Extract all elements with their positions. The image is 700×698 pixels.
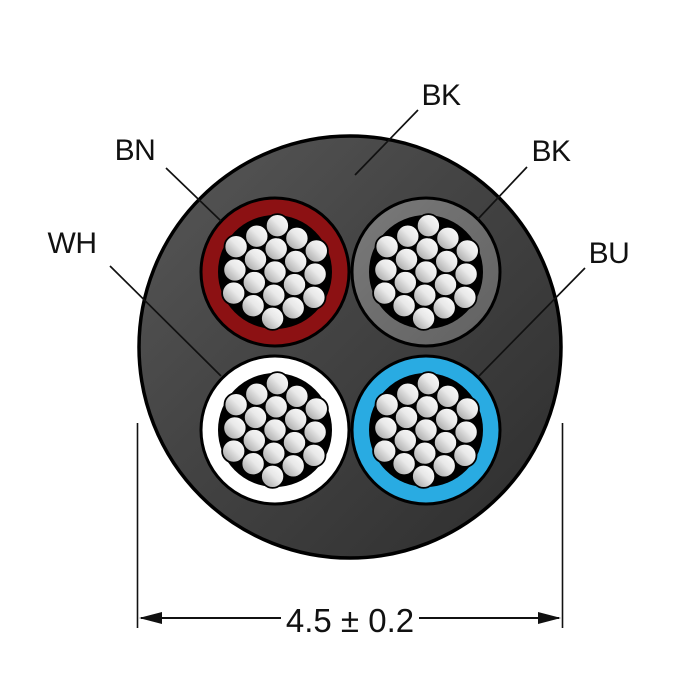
label-core-wh: WH: [48, 227, 97, 260]
wire-strand: [301, 284, 327, 310]
wire-strand: [221, 438, 247, 464]
strand-bundle-bk: [372, 213, 480, 331]
label-core-bn: BN: [115, 134, 156, 167]
wire-strand: [260, 305, 286, 331]
wire-strand: [264, 213, 290, 239]
wire-strand: [434, 406, 460, 432]
wire-strand: [415, 213, 441, 239]
wire-strand: [454, 396, 480, 422]
wire-strand: [302, 261, 328, 287]
label-core-bu: BU: [589, 237, 630, 270]
wire-strand: [303, 396, 329, 422]
wire-strand: [374, 392, 400, 418]
wire-strand: [223, 234, 249, 260]
wire-strand: [283, 406, 309, 432]
wire-strand: [221, 280, 247, 306]
dimension-arrow-right: [538, 612, 561, 624]
wire-strand: [452, 442, 478, 468]
wire-strand: [374, 234, 400, 260]
label-jacket-bk: BK: [421, 79, 461, 112]
leader-line-core-bu: [478, 267, 586, 377]
wire-strand: [431, 295, 457, 321]
wire-strand: [222, 257, 248, 283]
wire-strand: [222, 415, 248, 441]
wire-strand: [395, 223, 421, 249]
wire-strand: [373, 257, 399, 283]
leader-line-core-bk: [477, 166, 528, 220]
wire-strand: [395, 381, 421, 407]
wire-strand: [244, 381, 270, 407]
strand-bundle-bn: [221, 213, 329, 331]
wire-strand: [431, 453, 457, 479]
strand-bundle-wh: [221, 371, 329, 489]
wire-strand: [453, 419, 479, 445]
wire-strand: [223, 392, 249, 418]
wire-strand: [411, 305, 437, 331]
wire-strand: [415, 371, 441, 397]
wire-strand: [280, 295, 306, 321]
leader-line-core-bn: [165, 167, 222, 222]
wire-strand: [434, 248, 460, 274]
leader-line-core-wh: [109, 265, 222, 377]
wire-strand: [283, 248, 309, 274]
wire-strand: [303, 238, 329, 264]
wire-strand: [411, 463, 437, 489]
wire-strand: [260, 463, 286, 489]
strand-bundle-bu: [372, 371, 480, 489]
wire-strand: [372, 438, 398, 464]
wire-strand: [454, 238, 480, 264]
wire-strand: [280, 453, 306, 479]
wire-strand: [302, 419, 328, 445]
leader-line-jacket-bk: [354, 109, 419, 176]
wire-strand: [372, 280, 398, 306]
wire-strand: [453, 261, 479, 287]
wire-strand: [373, 415, 399, 441]
dimension-arrow-left: [139, 612, 162, 624]
dimension-value: 4.5 ± 0.2: [286, 602, 414, 639]
wire-strand: [452, 284, 478, 310]
wire-strand: [264, 371, 290, 397]
wire-strand: [301, 442, 327, 468]
wire-strand: [244, 223, 270, 249]
label-core-bk: BK: [531, 135, 571, 168]
